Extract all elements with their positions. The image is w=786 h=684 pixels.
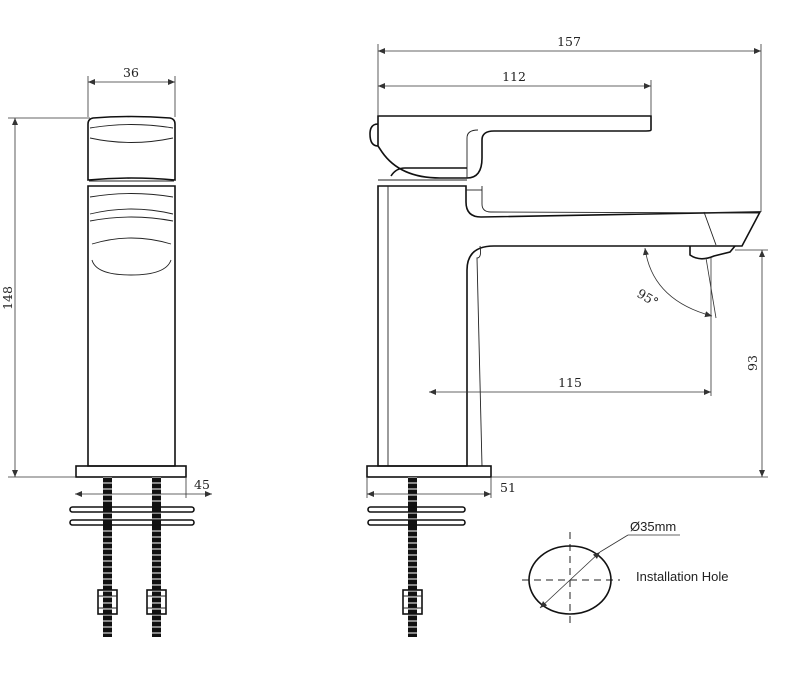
front-base-plate <box>75 465 187 478</box>
dim-side-spout-height: 93 <box>745 355 760 371</box>
side-body <box>377 185 762 467</box>
front-washer-bottom <box>69 519 195 526</box>
hole-diameter-label: Ø35mm <box>630 519 676 534</box>
front-dimensions: 36 148 45 <box>0 65 212 498</box>
front-nut-left <box>97 589 118 615</box>
front-body <box>87 185 176 467</box>
front-handle <box>87 115 176 181</box>
dim-side-lever: 112 <box>502 69 526 84</box>
dim-side-base: 51 <box>500 480 516 495</box>
front-nut-right <box>146 589 167 615</box>
side-base-plate <box>366 465 492 478</box>
front-view <box>69 115 195 637</box>
side-lever-knob <box>369 123 379 147</box>
front-washer-top <box>69 506 195 513</box>
side-view <box>366 115 762 637</box>
side-aerator <box>689 245 736 260</box>
dim-side-reach: 115 <box>558 375 582 390</box>
side-dimensions: 157 112 115 93 51 95° <box>366 34 768 498</box>
side-stud <box>408 477 417 637</box>
dim-front-width: 36 <box>123 65 139 80</box>
dim-front-base: 45 <box>194 477 210 492</box>
front-stud-right <box>152 477 161 637</box>
installation-hole-label: Installation Hole <box>636 569 729 584</box>
dim-side-overall: 157 <box>557 34 581 49</box>
side-washer-top <box>367 506 466 513</box>
side-washer-bottom <box>367 519 466 526</box>
front-stud-left <box>103 477 112 637</box>
installation-hole: Ø35mm Installation Hole <box>522 519 729 628</box>
dim-spout-angle: 95° <box>635 286 662 310</box>
side-nut <box>402 589 423 615</box>
hole-circle <box>528 545 612 615</box>
side-lever <box>377 115 652 179</box>
dim-front-height: 148 <box>0 286 15 310</box>
